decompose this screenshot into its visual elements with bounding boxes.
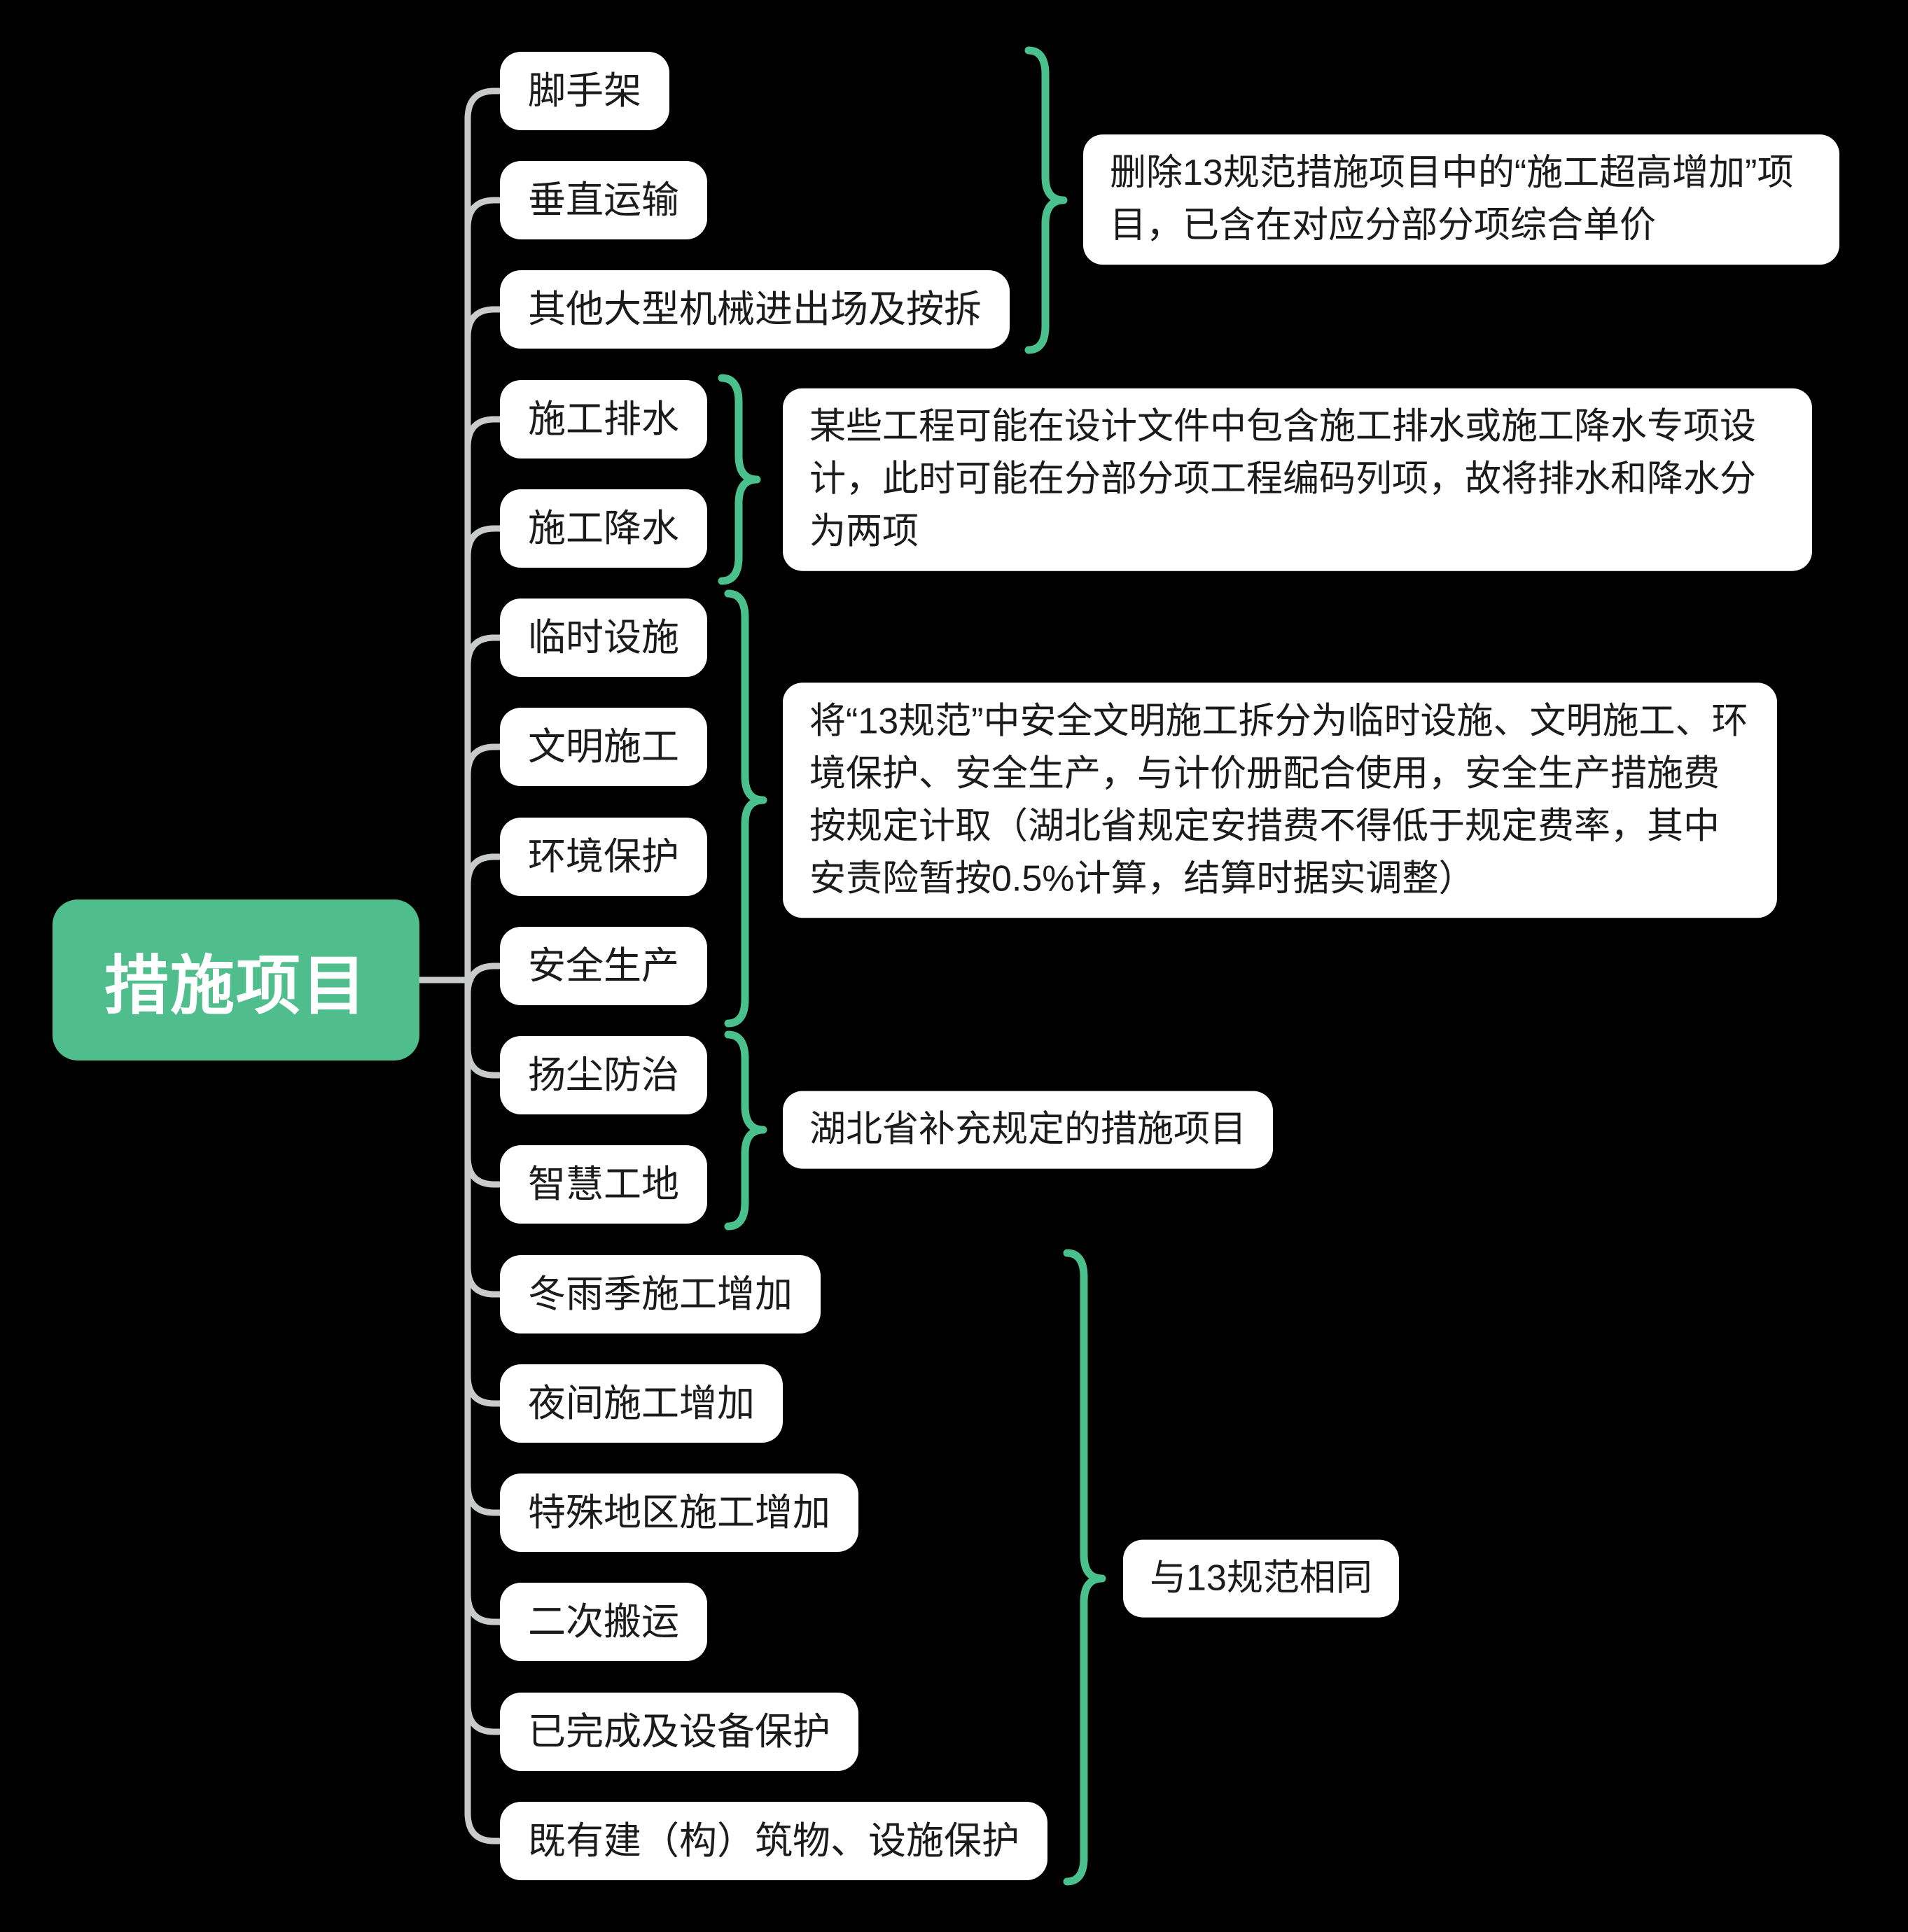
branch-connector [464,306,503,341]
note-card[interactable]: 湖北省补充规定的措施项目 [783,1091,1274,1169]
topic-node[interactable]: 夜间施工增加 [500,1364,783,1443]
topic-node[interactable]: 环境保护 [500,818,707,896]
topic-node[interactable]: 既有建（构）筑物、设施保护 [500,1802,1047,1880]
topic-node[interactable]: 特殊地区施工增加 [500,1474,858,1552]
group-brace [724,589,767,1028]
topic-node[interactable]: 冬雨季施工增加 [500,1255,821,1334]
branch-connector [464,1481,503,1516]
branch-connector [464,743,503,778]
group-brace [1063,1249,1106,1886]
branch-connector [464,1590,503,1625]
topic-node[interactable]: 二次搬运 [500,1583,707,1661]
topic-node[interactable]: 已完成及设备保护 [500,1693,858,1771]
branch-connector [464,1263,503,1298]
branch-connector [464,1809,503,1844]
branch-connector [464,197,503,232]
topic-node[interactable]: 其他大型机械进出场及按拆 [500,270,1010,349]
branch-connector [464,1153,503,1188]
topic-node[interactable]: 文明施工 [500,708,707,786]
branch-connector [464,1372,503,1407]
note-card[interactable]: 与13规范相同 [1123,1539,1399,1618]
note-card[interactable]: 删除13规范措施项目中的“施工超高增加”项目，已含在对应分部分项综合单价 [1083,134,1839,265]
branch-connector [464,634,503,669]
topic-node[interactable]: 扬尘防治 [500,1036,707,1114]
branch-connector [464,88,503,122]
branch-connector [464,1700,503,1735]
note-card[interactable]: 某些工程可能在设计文件中包含施工排水或施工降水专项设计，此时可能在分部分项工程编… [783,388,1812,571]
branch-connector [464,1044,503,1079]
topic-node[interactable]: 施工降水 [500,489,707,568]
group-brace [724,1030,767,1231]
topic-node[interactable]: 智慧工地 [500,1145,707,1224]
branch-connector [464,853,503,888]
topic-node[interactable]: 施工排水 [500,380,707,458]
group-brace [718,374,761,585]
branch-connector [464,525,503,560]
topic-node[interactable]: 安全生产 [500,927,707,1005]
root-node[interactable]: 措施项目 [53,899,419,1060]
note-card[interactable]: 将“13规范”中安全文明施工拆分为临时设施、文明施工、环境保护、安全生产，与计价… [783,682,1777,918]
topic-node[interactable]: 临时设施 [500,598,707,677]
topic-node[interactable]: 脚手架 [500,52,669,130]
branch-connector [464,416,503,451]
branch-connector [464,962,503,997]
topic-node[interactable]: 垂直运输 [500,161,707,239]
group-brace [1024,46,1068,354]
